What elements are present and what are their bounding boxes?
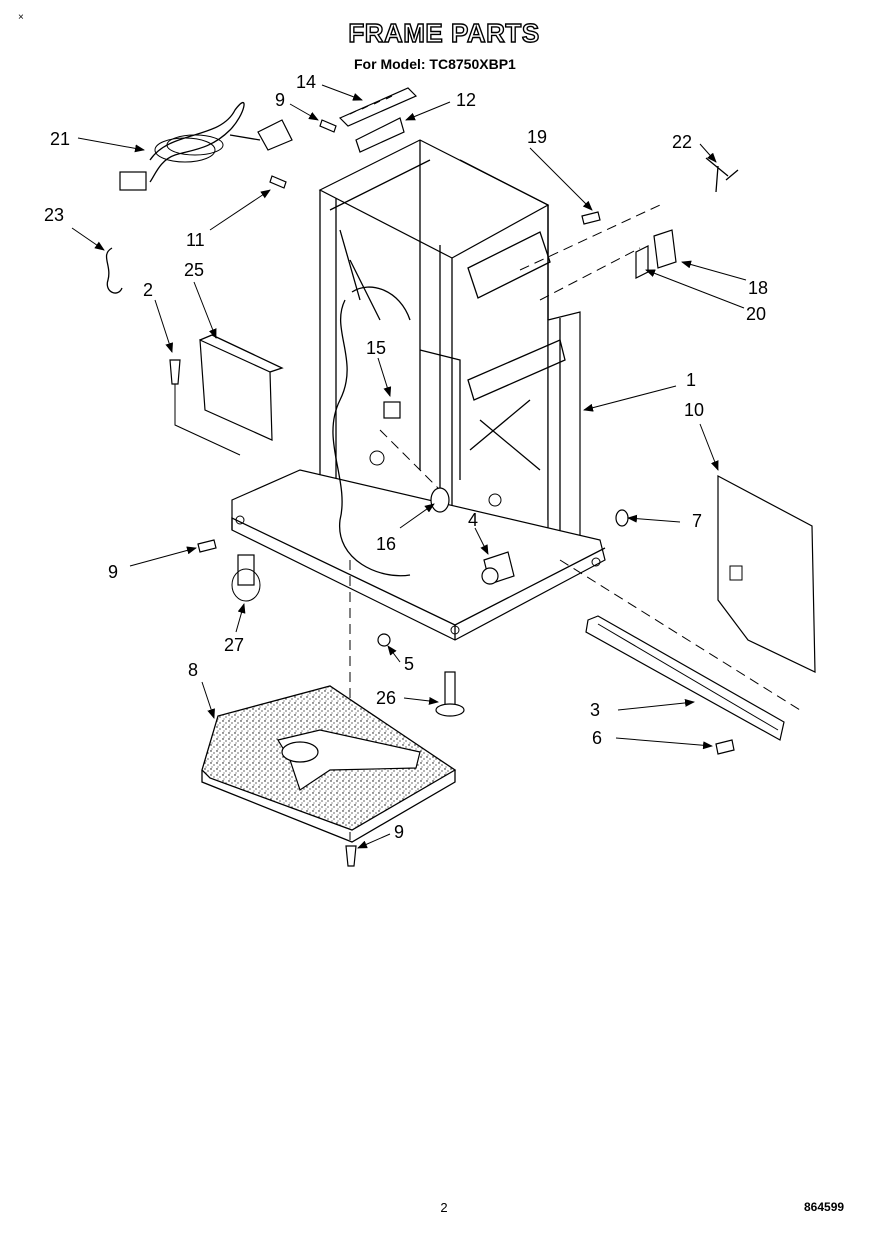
screw-6 <box>715 739 735 755</box>
callout-14: 14 <box>296 72 316 92</box>
callout-9-left: 9 <box>108 562 118 582</box>
callout-19: 19 <box>527 127 547 147</box>
callout-8: 8 <box>188 660 198 680</box>
base-pan <box>201 685 457 843</box>
callout-2: 2 <box>143 280 153 300</box>
leader-lines <box>71 84 747 849</box>
document-number: 864599 <box>804 1200 845 1214</box>
callout-9-top: 9 <box>275 90 285 110</box>
motor-4 <box>481 551 515 585</box>
clip-23 <box>705 157 739 193</box>
power-cord <box>119 102 293 191</box>
side-rail <box>585 615 785 741</box>
callout-7: 7 <box>692 511 702 531</box>
grommet-16 <box>430 487 450 513</box>
leveling-leg <box>435 671 465 717</box>
callout-18: 18 <box>748 278 768 298</box>
screw-bottom <box>345 845 357 867</box>
page-title: FRAME PARTS <box>348 17 540 48</box>
bracket-12 <box>355 117 405 153</box>
callout-labels: 14 9 12 21 19 22 11 23 25 2 18 20 15 1 1… <box>44 72 768 842</box>
callout-3: 3 <box>590 700 600 720</box>
model-subtitle: For Model: TC8750XBP1 <box>354 56 516 72</box>
callout-16: 16 <box>376 534 396 554</box>
callout-27: 27 <box>224 635 244 655</box>
terminal-strip <box>338 87 418 127</box>
screw-19 <box>581 211 601 225</box>
callout-20: 20 <box>746 304 766 324</box>
page-number: 2 <box>440 1200 448 1215</box>
callout-6: 6 <box>592 728 602 748</box>
callout-5: 5 <box>404 654 414 674</box>
callout-10: 10 <box>684 400 704 420</box>
screw-left <box>197 539 217 553</box>
callout-25: 25 <box>184 260 204 280</box>
nut-5 <box>377 633 391 647</box>
corner-mark: × <box>18 12 24 23</box>
bracket-27 <box>231 554 261 602</box>
callout-23: 22 <box>672 132 692 152</box>
screw-top <box>319 119 337 133</box>
callout-12: 12 <box>456 90 476 110</box>
callout-9-bottom: 9 <box>394 822 404 842</box>
shield-panel <box>199 334 284 441</box>
cabinet-frame <box>231 139 801 840</box>
callout-4: 4 <box>468 510 478 530</box>
callout-21: 21 <box>50 129 70 149</box>
callout-11: 11 <box>186 230 205 250</box>
screw-11 <box>269 175 287 189</box>
callout-26: 26 <box>376 688 396 708</box>
back-panel <box>717 475 816 673</box>
wire-clip <box>105 247 123 294</box>
screw-2 <box>169 359 181 385</box>
washer-7 <box>615 509 629 527</box>
switch-bracket <box>635 229 677 279</box>
switch-15 <box>383 401 401 419</box>
callout-22: 23 <box>44 205 64 225</box>
callout-1: 1 <box>686 370 696 390</box>
callout-15: 15 <box>366 338 386 358</box>
